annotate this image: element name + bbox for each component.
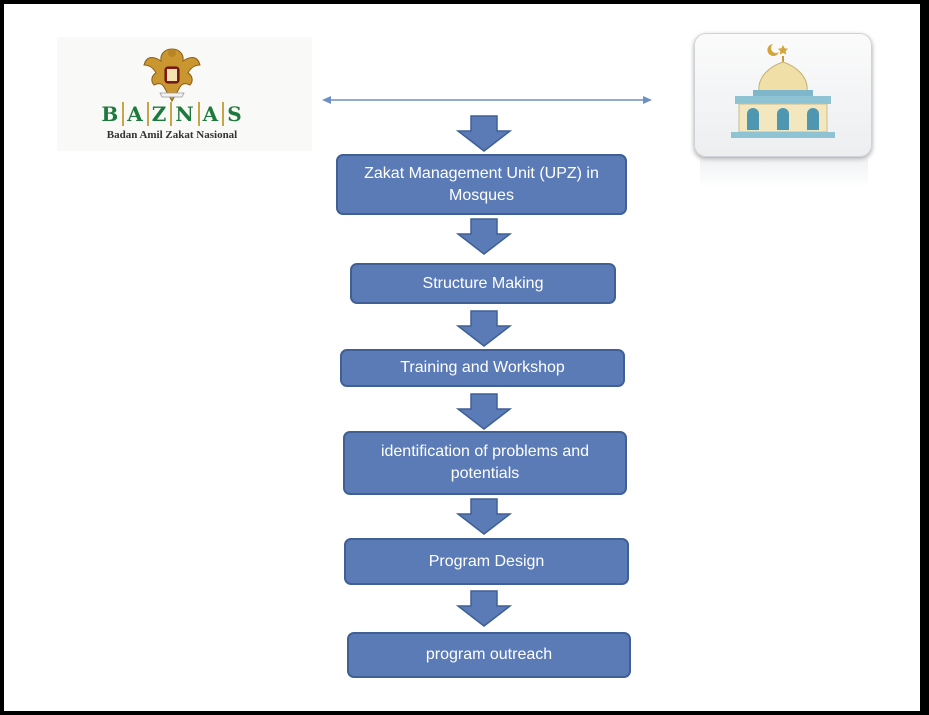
step-program-design: Program Design [344, 538, 629, 585]
down-arrow-icon [456, 590, 512, 627]
down-arrow-icon [456, 310, 512, 347]
step-identification: identification of problems and potential… [343, 431, 627, 495]
step-training-workshop: Training and Workshop [340, 349, 625, 387]
step-zakat-management-unit: Zakat Management Unit (UPZ) in Mosques [336, 154, 627, 215]
down-arrow-icon [456, 115, 512, 152]
down-arrow-icon [456, 498, 512, 535]
step-program-outreach: program outreach [347, 632, 631, 678]
mosque-reflection [700, 158, 868, 188]
garuda-emblem-icon [143, 48, 201, 103]
step-structure-making: Structure Making [350, 263, 616, 304]
double-arrow-connector [322, 96, 652, 104]
down-arrow-icon [456, 393, 512, 430]
baznas-subtitle: Badan Amil Zakat Nasional [106, 129, 238, 141]
mosque-icon [694, 33, 872, 157]
down-arrow-icon [456, 218, 512, 255]
